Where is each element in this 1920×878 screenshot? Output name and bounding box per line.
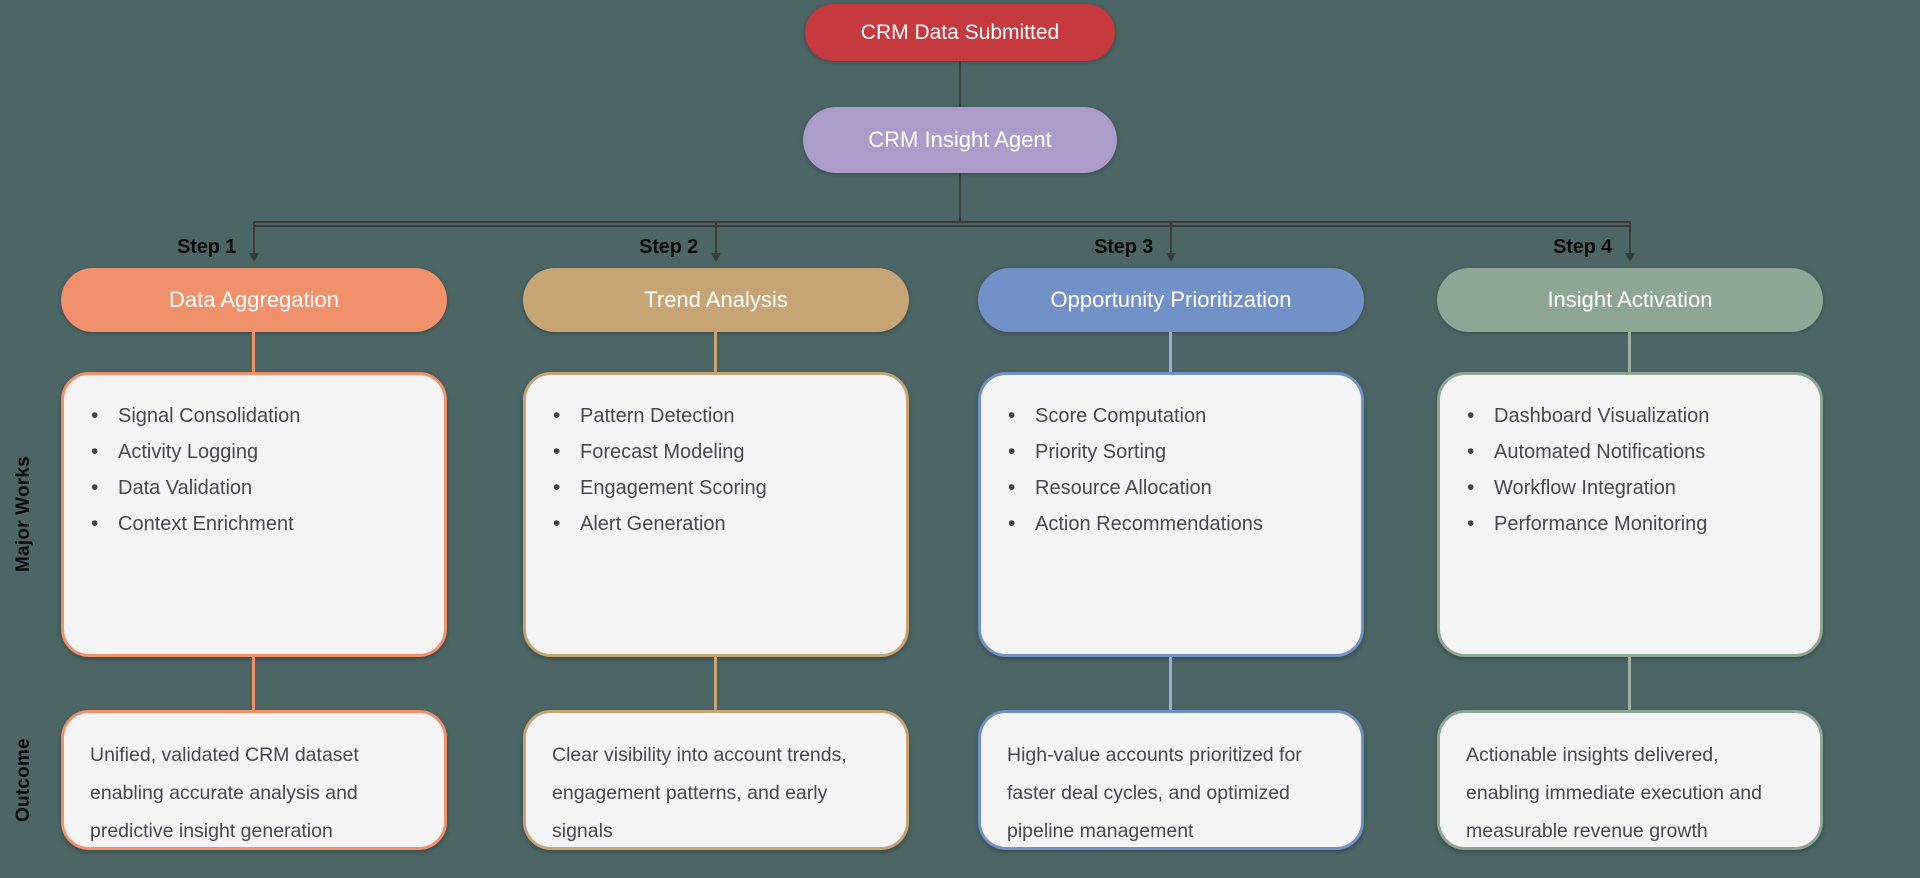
works-item-label: Context Enrichment xyxy=(118,513,294,535)
major-works-card-4: • Dashboard Visualization • Automated Noti… xyxy=(1437,372,1823,657)
row-label-major-works: Major Works xyxy=(13,456,34,573)
works-item-label: Automated Notifications xyxy=(1494,441,1706,463)
works-item-label: Alert Generation xyxy=(580,513,726,535)
outcome-card-3: High-value accounts prioritized for fast… xyxy=(978,710,1364,850)
bullet-icon: • xyxy=(91,404,99,427)
works-to-outcome-connector xyxy=(1628,657,1631,710)
header-to-works-connector xyxy=(714,332,717,372)
branch-drop-line-3 xyxy=(1170,221,1172,254)
major-works-card-1: •Signal Consolidation •Activity Logging … xyxy=(61,372,447,657)
works-item: • Data Validation xyxy=(91,476,420,500)
header-to-works-connector xyxy=(1169,332,1172,372)
bullet-icon: • xyxy=(91,512,99,535)
outcome-card-4: Actionable insights delivered, enabling … xyxy=(1437,710,1823,850)
bullet-icon: • xyxy=(553,404,561,427)
header-to-works-connector xyxy=(1628,332,1631,372)
branch-rail-line xyxy=(253,221,1631,223)
row-label-outcome: Outcome xyxy=(13,738,34,822)
step-label-4: Step 4 xyxy=(1553,236,1612,258)
bullet-icon: • xyxy=(1008,476,1016,499)
works-item-label: Activity Logging xyxy=(118,441,259,463)
works-to-outcome-connector xyxy=(252,657,255,710)
works-item: • Engagement Scoring xyxy=(553,476,882,500)
bullet-icon: • xyxy=(553,476,561,499)
outcome-text: Clear visibility into account trends, en… xyxy=(552,744,847,842)
works-item-label: Performance Monitoring xyxy=(1494,513,1708,535)
column-header-insight-activation: Insight Activation xyxy=(1437,268,1823,332)
branch-drop-line-1 xyxy=(253,221,255,254)
column-header-label: Data Aggregation xyxy=(168,287,340,312)
works-item: • Signal Consolidation xyxy=(91,404,420,428)
works-item-label: Workflow Integration xyxy=(1494,477,1676,499)
root-node: CRM Data Submitted xyxy=(805,4,1115,61)
arrow-down-icon xyxy=(711,253,721,262)
works-item: • Activity Logging xyxy=(91,440,420,464)
bullet-icon: • xyxy=(1008,440,1016,463)
works-item: • Dashboard Visualization xyxy=(1467,404,1796,428)
works-item: • Automated Notifications xyxy=(1467,440,1796,464)
column-header-opportunity-prioritization: Opportunity Prioritization xyxy=(978,268,1364,332)
works-item: • Action Recommendations xyxy=(1008,512,1337,536)
works-item-label: Priority Sorting xyxy=(1035,441,1167,463)
bullet-icon: • xyxy=(91,440,99,463)
works-item-label: Signal Consolidation xyxy=(118,405,301,427)
step-label-1: Step 1 xyxy=(177,236,236,258)
works-item: • Forecast Modeling xyxy=(553,440,882,464)
branch-drop-line-2 xyxy=(715,221,717,254)
column-header-data-aggregation: Data Aggregation xyxy=(61,268,447,332)
bullet-icon: • xyxy=(1467,476,1475,499)
works-item-label: Forecast Modeling xyxy=(580,441,745,463)
major-works-card-3: • Score Computation • Priority Sorting • Re… xyxy=(978,372,1364,657)
works-item: • Alert Generation xyxy=(553,512,882,536)
bullet-icon: • xyxy=(1008,404,1016,427)
arrow-down-icon xyxy=(1625,253,1635,262)
arrow-down-icon xyxy=(1166,253,1176,262)
bullet-icon: • xyxy=(91,476,99,499)
header-to-works-connector xyxy=(252,332,255,372)
works-item: • Workflow Integration xyxy=(1467,476,1796,500)
agent-to-branch-connector xyxy=(959,173,961,222)
works-item-label: Action Recommendations xyxy=(1035,513,1263,535)
column-header-label: Trend Analysis xyxy=(644,287,788,312)
works-item-label: Score Computation xyxy=(1035,405,1207,427)
works-item: • Resource Allocation xyxy=(1008,476,1337,500)
works-item: • Score Computation xyxy=(1008,404,1337,428)
works-item: • Priority Sorting xyxy=(1008,440,1337,464)
works-item-label: Engagement Scoring xyxy=(580,477,767,499)
works-item-label: Pattern Detection xyxy=(580,405,735,427)
works-item-label: Data Validation xyxy=(118,477,253,499)
bullet-icon: • xyxy=(553,512,561,535)
bullet-icon: • xyxy=(1467,512,1475,535)
outcome-card-1: Unified, validated CRM dataset enabling … xyxy=(61,710,447,850)
branch-rail-line-inner xyxy=(253,225,1631,227)
root-node-label: CRM Data Submitted xyxy=(860,20,1060,44)
agent-node-label: CRM Insight Agent xyxy=(868,127,1052,152)
bullet-icon: • xyxy=(553,440,561,463)
works-item: • Pattern Detection xyxy=(553,404,882,428)
works-item-label: Resource Allocation xyxy=(1035,477,1212,499)
outcome-text: Actionable insights delivered, enabling … xyxy=(1466,744,1762,842)
column-header-trend-analysis: Trend Analysis xyxy=(523,268,909,332)
step-label-3: Step 3 xyxy=(1094,236,1153,258)
arrow-down-icon xyxy=(249,253,259,262)
works-item: • Performance Monitoring xyxy=(1467,512,1796,536)
branch-drop-line-4 xyxy=(1629,221,1631,254)
outcome-text: High-value accounts prioritized for fast… xyxy=(1007,744,1302,842)
root-to-agent-connector xyxy=(959,61,961,107)
works-item: • Context Enrichment xyxy=(91,512,420,536)
agent-node: CRM Insight Agent xyxy=(803,107,1117,173)
bullet-icon: • xyxy=(1467,440,1475,463)
outcome-text: Unified, validated CRM dataset enabling … xyxy=(90,744,359,842)
column-header-label: Opportunity Prioritization xyxy=(1050,287,1292,312)
column-header-label: Insight Activation xyxy=(1547,287,1713,312)
works-to-outcome-connector xyxy=(714,657,717,710)
major-works-card-2: • Pattern Detection • Forecast Modeling • E… xyxy=(523,372,909,657)
step-label-2: Step 2 xyxy=(639,236,698,258)
works-to-outcome-connector xyxy=(1169,657,1172,710)
bullet-icon: • xyxy=(1467,404,1475,427)
outcome-card-2: Clear visibility into account trends, en… xyxy=(523,710,909,850)
bullet-icon: • xyxy=(1008,512,1016,535)
works-item-label: Dashboard Visualization xyxy=(1494,405,1710,427)
